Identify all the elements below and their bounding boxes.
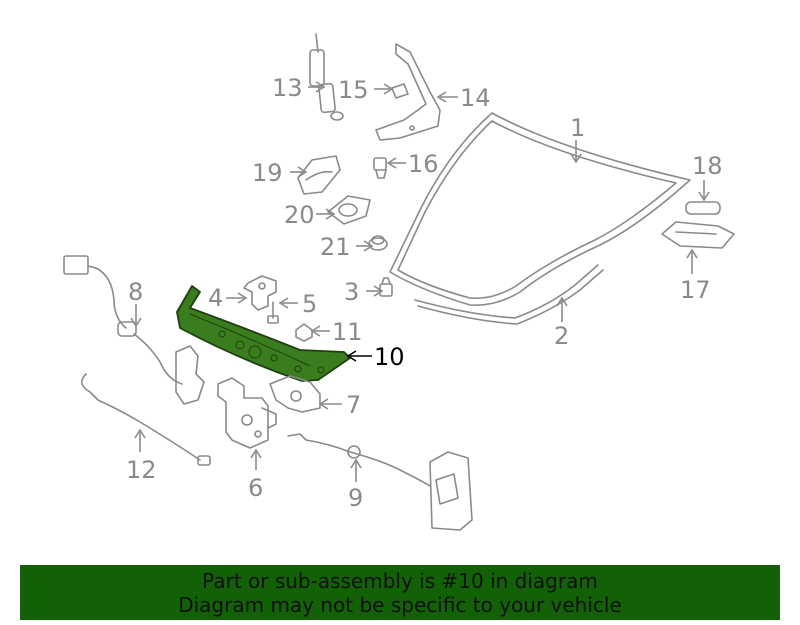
part-15-pin[interactable] [391, 83, 409, 99]
callout-14: 14 [460, 84, 491, 112]
callout-13: 13 [272, 74, 303, 102]
part-13-strut[interactable] [309, 33, 344, 121]
callout-17: 17 [680, 276, 711, 304]
part-1-hood[interactable] [389, 112, 691, 307]
part-3-bumper[interactable] [379, 277, 393, 297]
banner-line-2: Diagram may not be specific to your vehi… [178, 593, 622, 617]
part-7-striker[interactable] [269, 375, 321, 413]
leader-lines [130, 81, 710, 482]
part-20-seal[interactable] [327, 195, 371, 225]
callout-3: 3 [344, 278, 359, 306]
parts-diagram: 1 2 3 4 5 6 7 8 9 10 11 12 13 14 15 16 1… [63, 33, 735, 531]
callout-8: 8 [128, 278, 143, 306]
callout-4: 4 [208, 284, 223, 312]
callout-5: 5 [302, 290, 317, 318]
callout-11: 11 [332, 318, 363, 346]
part-8-switch[interactable] [63, 255, 205, 405]
callout-18: 18 [692, 152, 723, 180]
part-6-latch[interactable] [217, 377, 277, 449]
callout-9: 9 [348, 484, 363, 512]
callout-16: 16 [408, 150, 439, 178]
callout-19: 19 [252, 159, 283, 187]
part-19-emblem[interactable] [297, 155, 341, 195]
part-12-cable[interactable] [81, 373, 211, 466]
callout-10: 10 [374, 343, 405, 371]
callout-20: 20 [284, 201, 315, 229]
callout-7: 7 [346, 391, 361, 419]
callout-12: 12 [126, 456, 157, 484]
banner-line-1: Part or sub-assembly is #10 in diagram [202, 569, 598, 593]
part-17-garnish[interactable] [661, 221, 735, 249]
part-2-weatherstrip[interactable] [414, 264, 604, 325]
part-11-nut[interactable] [295, 323, 313, 342]
callout-1: 1 [570, 114, 585, 142]
part-21-grommet[interactable] [368, 235, 388, 251]
callout-21: 21 [320, 233, 351, 261]
part-16-clip[interactable] [373, 157, 387, 179]
callout-6: 6 [248, 474, 263, 502]
part-4-bracket[interactable] [243, 275, 277, 311]
callout-2: 2 [554, 322, 569, 350]
part-10-support[interactable] [176, 285, 351, 382]
part-9-release[interactable] [287, 433, 473, 531]
part-14-hinge[interactable] [375, 43, 441, 141]
part-18-fastener[interactable] [685, 201, 721, 215]
callout-15: 15 [338, 76, 369, 104]
info-banner: Part or sub-assembly is #10 in diagram D… [20, 565, 780, 620]
part-5-bolt[interactable] [267, 301, 279, 324]
